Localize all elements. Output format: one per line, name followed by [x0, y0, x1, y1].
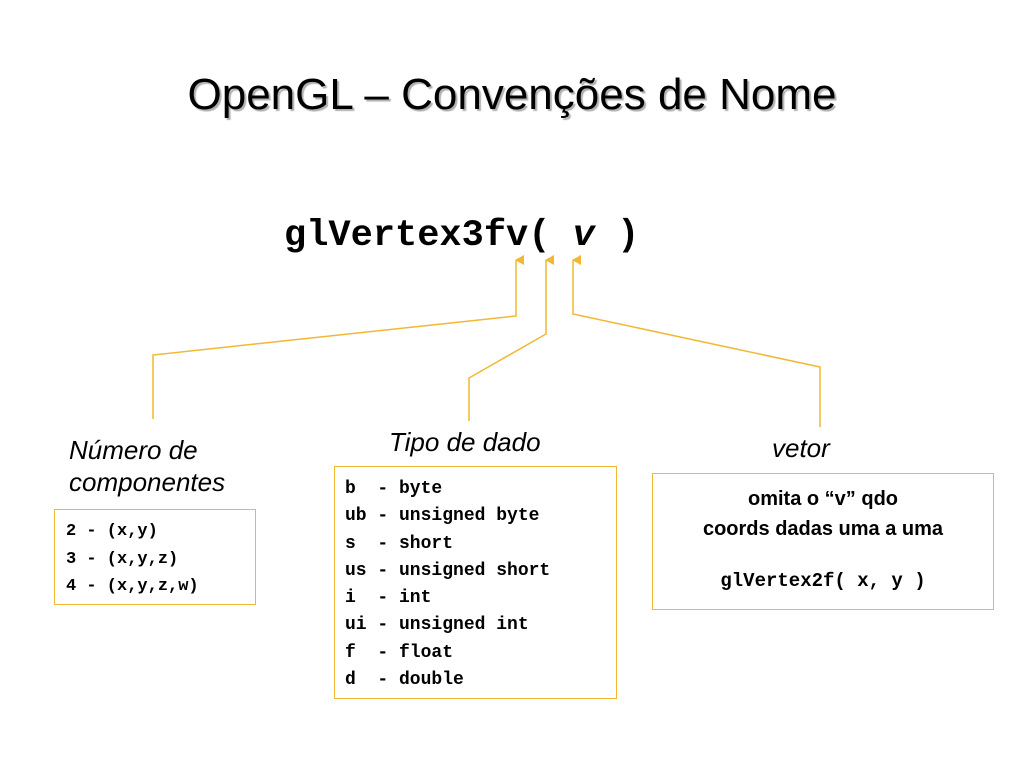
vector-label: vetor — [772, 433, 830, 463]
function-call: glVertex3fv( v ) — [284, 215, 639, 257]
vector-note-spacer — [653, 544, 993, 568]
function-close: ) — [594, 215, 640, 257]
connector-vector — [572, 255, 821, 427]
data-type-item: d - double — [345, 670, 464, 691]
data-type-item: ui - unsigned int — [345, 615, 529, 636]
data-type-box: b - byte ub - unsigned byte s - short us… — [334, 466, 617, 699]
vector-example: glVertex2f( x, y ) — [720, 570, 926, 592]
function-name: glVertex3fv( — [284, 215, 573, 257]
data-type-item: s - short — [345, 533, 454, 554]
components-label-line1: Número de — [69, 435, 198, 465]
vector-box: omita o “v” qdo coords dadas uma a uma g… — [652, 473, 994, 610]
components-item: 3 - (x,y,z) — [66, 549, 179, 569]
connector-components — [152, 255, 524, 419]
components-item: 4 - (x,y,z,w) — [66, 577, 199, 596]
data-type-label: Tipo de dado — [389, 427, 541, 457]
components-item: 2 - (x,y) — [66, 522, 158, 541]
data-type-item: i - int — [345, 588, 432, 609]
vector-note-line1: omita o “v” qdo — [748, 488, 898, 510]
components-box: 2 - (x,y) 3 - (x,y,z) 4 - (x,y,z,w) — [54, 509, 256, 605]
vector-note-line2: coords dadas uma a uma — [702, 518, 944, 540]
connector-data-type — [468, 255, 554, 421]
data-type-item: f - float — [345, 642, 454, 663]
slide-title: OpenGL – Convenções de Nome — [187, 70, 837, 119]
data-type-item: us - unsigned short — [345, 560, 551, 581]
data-type-item: b - byte — [345, 479, 443, 499]
components-label: Número de componentes — [69, 434, 225, 498]
data-type-item: ub - unsigned byte — [345, 506, 540, 527]
components-label-line2: componentes — [69, 467, 226, 497]
function-argument: v — [572, 215, 595, 257]
